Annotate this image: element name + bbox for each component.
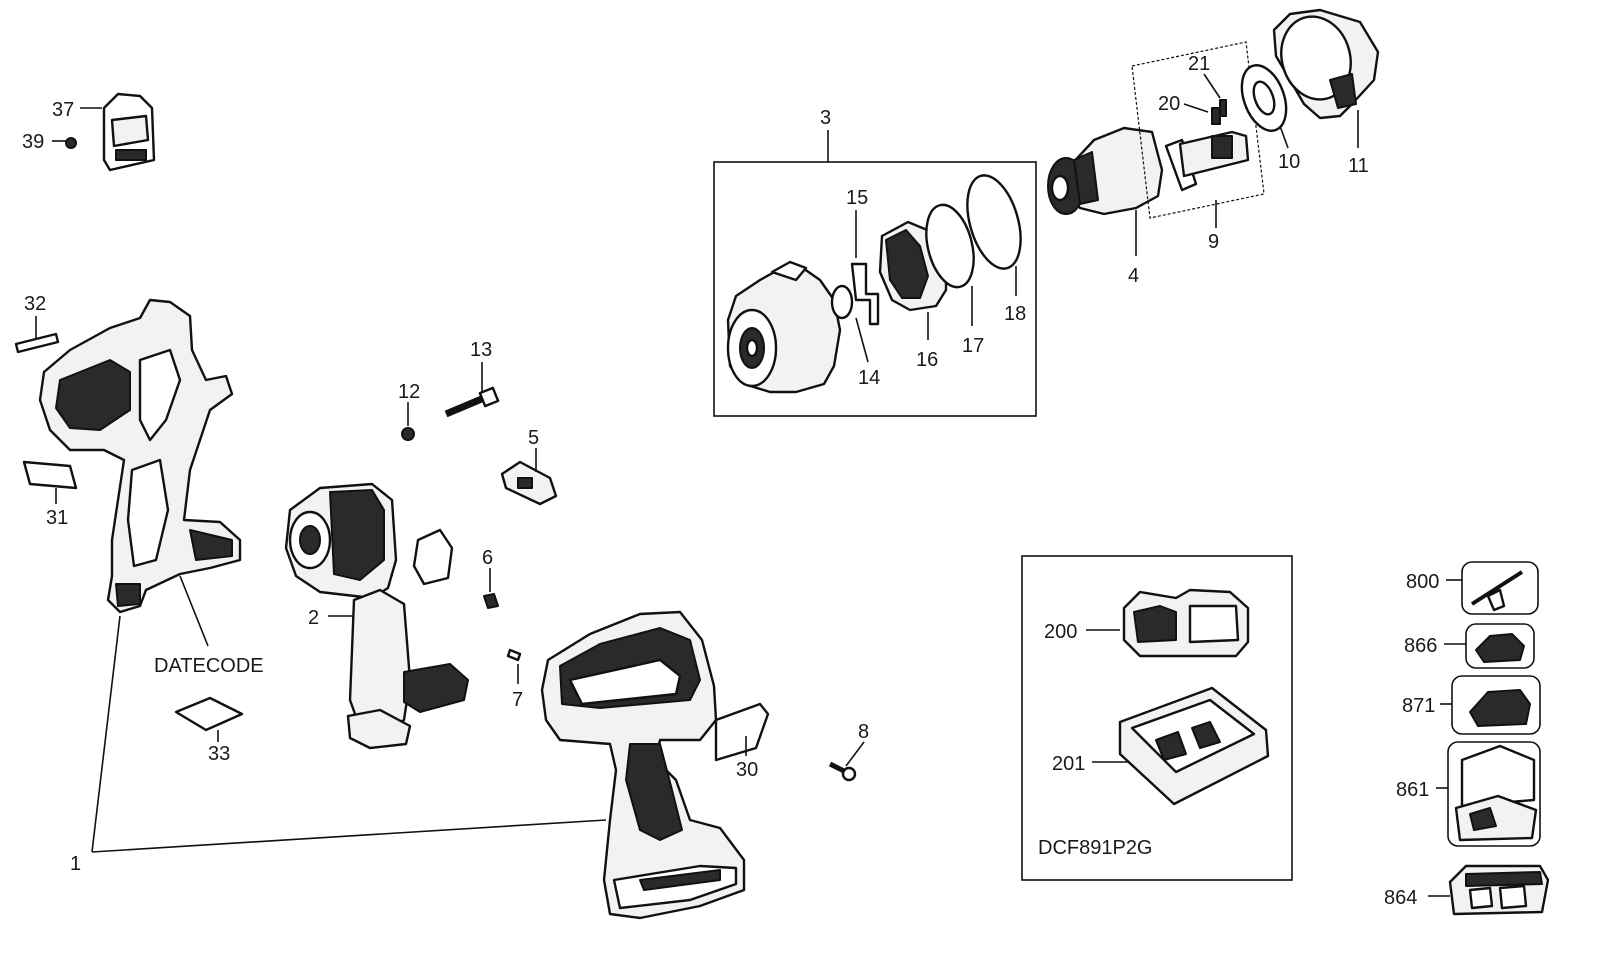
part-12-nut xyxy=(401,427,415,441)
part-20-spring xyxy=(1211,107,1221,125)
part-1-housing-right xyxy=(540,610,746,920)
label-32: 32 xyxy=(24,293,46,315)
part-2-motor-switch-assembly xyxy=(284,482,469,750)
part-31-label xyxy=(22,460,78,490)
label-7: 7 xyxy=(512,689,523,711)
label-17: 17 xyxy=(962,335,984,357)
part-21-pin xyxy=(1219,99,1227,117)
label-21: 21 xyxy=(1188,53,1210,75)
part-39-screw xyxy=(65,137,77,149)
label-4: 4 xyxy=(1128,265,1139,287)
label-2: 2 xyxy=(308,607,319,629)
label-201: 201 xyxy=(1052,753,1085,775)
part-861-kit-case xyxy=(1454,744,1538,842)
label-39: 39 xyxy=(22,131,44,153)
part-800-bit xyxy=(1470,570,1524,612)
label-800: 800 xyxy=(1406,571,1439,593)
label-871: 871 xyxy=(1402,695,1435,717)
assembly-9-box xyxy=(1131,41,1265,219)
label-12: 12 xyxy=(398,381,420,403)
leader-1b xyxy=(91,819,607,853)
part-6-screw xyxy=(483,593,499,609)
label-861: 861 xyxy=(1396,779,1429,801)
leader-datecode xyxy=(179,575,209,647)
label-16: 16 xyxy=(916,349,938,371)
leader-14 xyxy=(855,317,869,363)
label-5: 5 xyxy=(528,427,539,449)
label-8: 8 xyxy=(858,721,869,743)
assembly-3-box xyxy=(713,161,1037,417)
label-30: 30 xyxy=(736,759,758,781)
part-866-battery xyxy=(1475,633,1525,663)
label-6: 6 xyxy=(482,547,493,569)
part-5-actuator xyxy=(500,460,558,506)
part-15-spring-clip xyxy=(850,262,880,326)
label-15: 15 xyxy=(846,187,868,209)
label-10: 10 xyxy=(1278,151,1300,173)
part-13-screw xyxy=(444,386,500,418)
label-866: 866 xyxy=(1404,635,1437,657)
part-18-ring xyxy=(966,174,1022,270)
part-200-case xyxy=(1122,588,1250,658)
label-13: 13 xyxy=(470,339,492,361)
label-200: 200 xyxy=(1044,621,1077,643)
part-3-gear-case xyxy=(726,260,842,394)
leader-8 xyxy=(845,741,865,767)
leader-20 xyxy=(1183,103,1209,113)
label-11: 11 xyxy=(1348,155,1369,177)
part-37-belt-clip xyxy=(102,92,156,172)
label-datecode: DATECODE xyxy=(154,655,264,677)
part-871-charger xyxy=(1469,689,1531,727)
leader-1a xyxy=(91,615,121,853)
leader-21 xyxy=(1203,73,1221,99)
leader-10 xyxy=(1279,125,1289,149)
part-864-tray xyxy=(1448,864,1550,916)
part-4-anvil-assembly xyxy=(1047,126,1164,216)
label-20: 20 xyxy=(1158,93,1180,115)
label-37: 37 xyxy=(52,99,74,121)
part-32-label xyxy=(14,332,60,354)
label-31: 31 xyxy=(46,507,68,529)
part-33-label xyxy=(174,696,244,732)
part-1-housing-left xyxy=(38,298,242,614)
kit-box xyxy=(1021,555,1293,881)
kit-model-label: DCF891P2G xyxy=(1038,837,1153,859)
label-9: 9 xyxy=(1208,231,1219,253)
label-14: 14 xyxy=(858,367,880,389)
label-864: 864 xyxy=(1384,887,1417,909)
part-10-washer xyxy=(1240,64,1288,132)
label-18: 18 xyxy=(1004,303,1026,325)
label-3: 3 xyxy=(820,107,831,129)
part-8-screw xyxy=(828,761,857,782)
label-33: 33 xyxy=(208,743,230,765)
part-9-anvil xyxy=(1164,130,1250,192)
part-201-case-insert xyxy=(1118,686,1270,806)
part-17-o-ring xyxy=(925,203,975,289)
part-7-pin xyxy=(506,648,522,662)
part-11-front-cover xyxy=(1272,8,1380,120)
part-30-label xyxy=(714,702,770,762)
label-1: 1 xyxy=(70,853,81,875)
part-14-washer xyxy=(830,284,854,320)
